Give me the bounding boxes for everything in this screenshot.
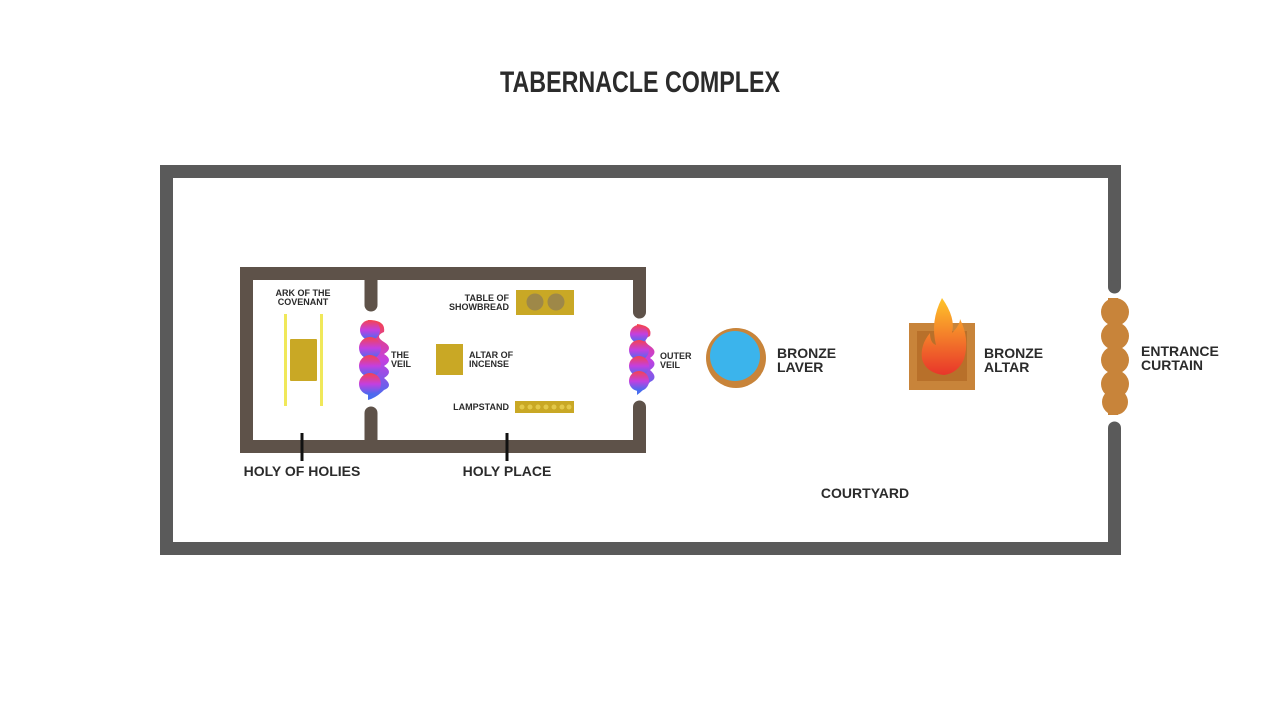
laver-label-2: LAVER [777, 359, 823, 375]
entrance-curtain-icon [1101, 298, 1129, 415]
altar-label: BRONZE [984, 345, 1043, 361]
holy-place-label: HOLY PLACE [463, 463, 552, 479]
courtyard-label: COURTYARD [821, 485, 909, 501]
bronze-laver-icon [706, 328, 766, 388]
laver-label: BRONZE [777, 345, 836, 361]
ark-label: ARK OF THE [276, 288, 331, 298]
veil-label: THE [391, 350, 409, 360]
veil-icon [359, 320, 389, 400]
ark-of-the-covenant [284, 314, 323, 406]
incense-label-2: INCENSE [469, 359, 509, 369]
lampstand [515, 401, 574, 413]
altar-label-2: ALTAR [984, 359, 1029, 375]
table-of-showbread [516, 290, 574, 315]
incense-label: ALTAR OF [469, 350, 514, 360]
table-label: TABLE OF [465, 293, 510, 303]
lampstand-label: LAMPSTAND [453, 402, 509, 412]
entrance-label: ENTRANCE [1141, 343, 1219, 359]
bronze-altar-icon [909, 298, 975, 390]
veil-label-2: VEIL [391, 359, 412, 369]
table-label-2: SHOWBREAD [449, 302, 509, 312]
courtyard-wall [160, 165, 1121, 555]
altar-of-incense [436, 344, 463, 375]
tabernacle-wall [240, 267, 646, 453]
holy-of-holies-label: HOLY OF HOLIES [244, 463, 361, 479]
ark-label-2: COVENANT [278, 297, 329, 307]
page-title: TABERNACLE COMPLEX [500, 66, 780, 99]
outer-veil-label-2: VEIL [660, 360, 681, 370]
entrance-label-2: CURTAIN [1141, 357, 1203, 373]
outer-veil-label: OUTER [660, 351, 692, 361]
outer-veil-icon [629, 324, 655, 395]
